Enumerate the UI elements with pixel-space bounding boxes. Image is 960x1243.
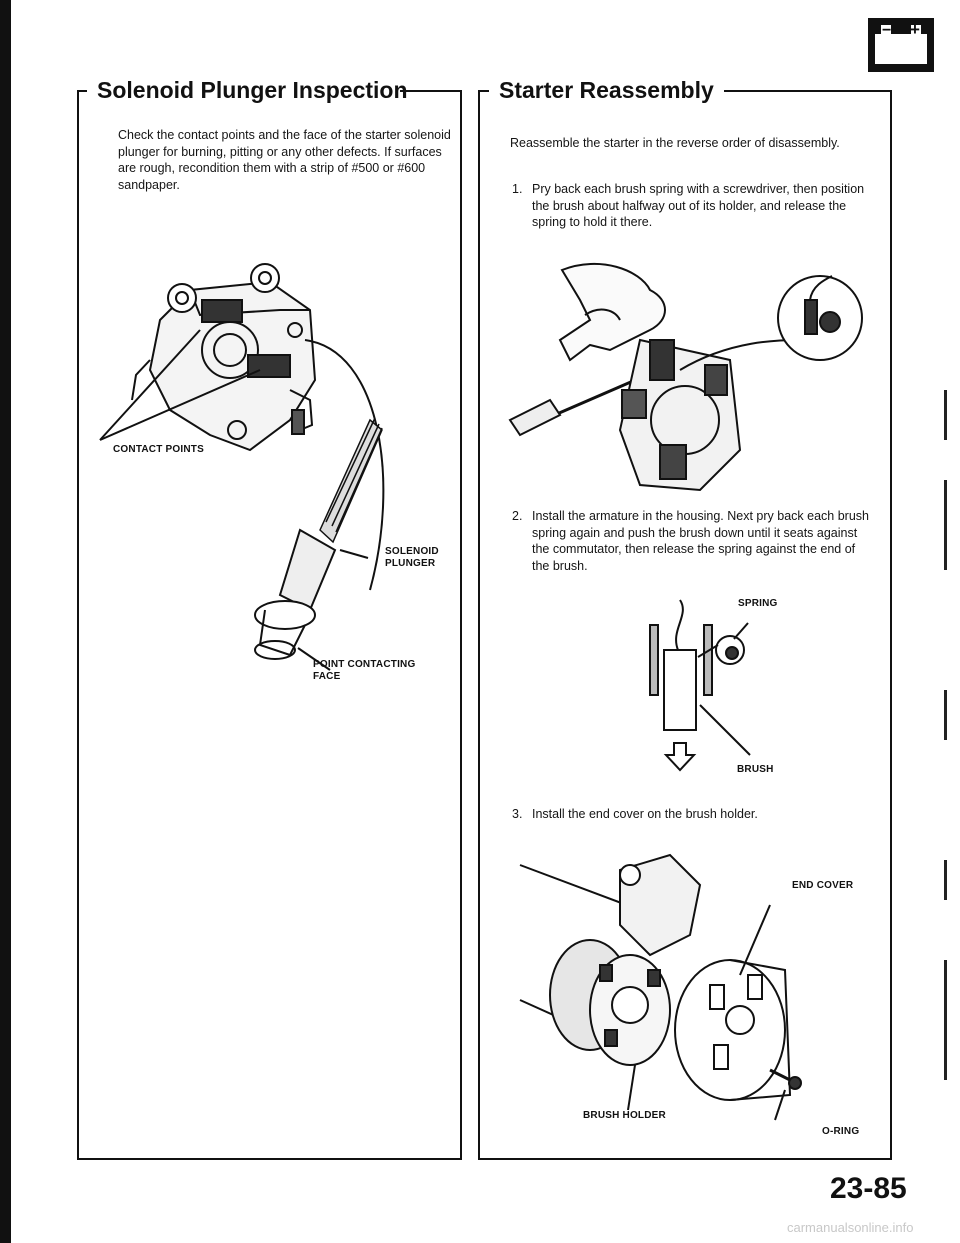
edge-mark [944, 960, 947, 1080]
right-section-title: Starter Reassembly [489, 76, 724, 104]
spring-brush-illustration [649, 599, 751, 772]
edge-mark [944, 690, 947, 740]
left-section-body: Check the contact points and the face of… [118, 128, 451, 192]
battery-icon [868, 18, 934, 72]
callout-contact-points: CONTACT POINTS [113, 444, 204, 455]
left-section-title: Solenoid Plunger Inspection [87, 76, 418, 104]
right-title-rule [735, 90, 890, 92]
watermark: carmanualsonline.info [787, 1220, 914, 1235]
step-1-text: Pry back each brush spring with a screwd… [532, 182, 865, 229]
binding-edge-bar [0, 0, 11, 1243]
callout-end-cover: END COVER [792, 880, 854, 891]
edge-mark [944, 860, 947, 900]
step-1: 1. Pry back each brush spring with a scr… [512, 181, 870, 236]
battery-terminal-plus: + [910, 20, 920, 39]
step-3: 3. Install the end cover on the brush ho… [512, 806, 870, 826]
callout-solenoid-plunger: SOLENOID PLUNGER [385, 546, 439, 569]
end-cover-illustration [519, 853, 802, 1121]
step-3-number: 3. [512, 807, 523, 821]
page-number: 23-85 [830, 1172, 907, 1205]
screwdriver-brush-illustration [508, 262, 863, 492]
step-2: 2. Install the armature in the housing. … [512, 508, 870, 580]
step-1-number: 1. [512, 182, 523, 196]
battery-terminal-minus: − [882, 22, 892, 39]
callout-point-contacting-face: POINT CONTACTING FACE [313, 659, 416, 682]
callout-brush-holder: BRUSH HOLDER [583, 1110, 666, 1121]
step-2-number: 2. [512, 509, 523, 523]
callout-o-ring: O-RING [822, 1126, 860, 1137]
edge-mark [944, 480, 947, 570]
right-section-intro: Reassemble the starter in the reverse or… [510, 136, 840, 150]
callout-brush: BRUSH [737, 764, 774, 775]
step-3-text: Install the end cover on the brush holde… [532, 807, 758, 821]
callout-spring: SPRING [738, 598, 778, 609]
left-title-rule [400, 90, 460, 92]
solenoid-illustration [99, 263, 385, 671]
step-2-text: Install the armature in the housing. Nex… [532, 509, 869, 573]
edge-mark [944, 390, 947, 440]
